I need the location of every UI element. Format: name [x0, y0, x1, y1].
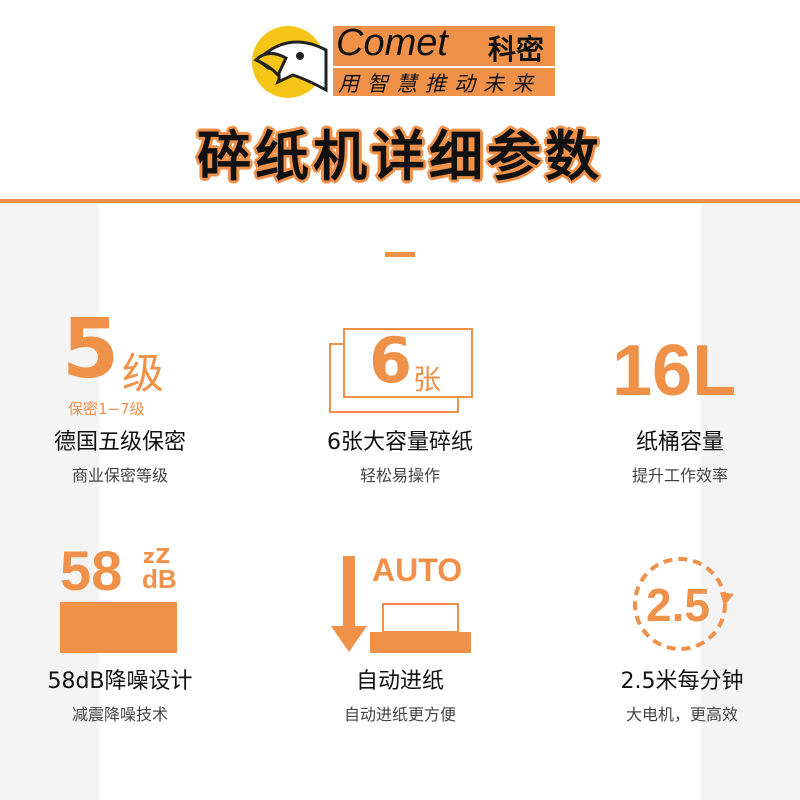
noise-number: 58 — [60, 539, 123, 602]
arrow-down-icon — [331, 556, 367, 652]
brand-name: Comet — [336, 22, 448, 64]
security-level-note: 保密1−7级 — [68, 400, 145, 418]
security-level-unit: 级 — [122, 349, 165, 398]
feature-subtitle: 大电机，更高效 — [625, 705, 738, 724]
brand-name-cn: 科密 — [488, 33, 545, 66]
feature-subtitle: 轻松易操作 — [359, 466, 440, 485]
speed-cycle-icon — [633, 557, 734, 651]
right-panel — [701, 203, 800, 800]
feature-title: 6张大容量碎纸 — [327, 430, 473, 455]
bin-volume: 16L — [612, 331, 737, 411]
feature-speed: 2.5米每分钟 大电机，更高效 — [552, 663, 800, 725]
feature-capacity: 6张大容量碎纸 轻松易操作 — [270, 424, 530, 486]
feature-autofeed: 自动进纸 自动进纸更方便 — [270, 663, 530, 725]
left-panel — [0, 203, 99, 800]
feature-security: 德国五级保密 商业保密等级 — [0, 424, 250, 486]
tray-icon — [370, 632, 471, 653]
speed-number: 2.5 — [646, 579, 710, 631]
noise-unit: dB — [142, 564, 177, 594]
accent-dash — [385, 252, 415, 257]
sheet-unit: 张 — [413, 363, 442, 396]
feature-subtitle: 商业保密等级 — [71, 466, 168, 485]
noise-bar — [60, 602, 177, 653]
slogan: 用智慧推动未来 — [338, 72, 541, 96]
feature-title: 58dB降噪设计 — [47, 669, 193, 694]
auto-label: AUTO — [372, 552, 463, 588]
sleep-icon: zZ — [143, 544, 172, 568]
feature-title: 自动进纸 — [355, 669, 444, 694]
security-level-number: 5 — [62, 302, 120, 397]
page-title: 碎纸机详细参数 — [197, 125, 603, 188]
feature-bin: 纸桶容量 提升工作效率 — [550, 424, 800, 486]
feature-title: 德国五级保密 — [53, 430, 186, 455]
feature-title: 2.5米每分钟 — [620, 669, 744, 694]
eagle-icon — [252, 26, 328, 98]
feature-noise: 58dB降噪设计 减震降噪技术 — [0, 663, 250, 725]
feature-subtitle: 减震降噪技术 — [71, 705, 168, 724]
feature-subtitle: 自动进纸更方便 — [343, 705, 456, 724]
feature-subtitle: 提升工作效率 — [631, 466, 728, 485]
divider — [0, 199, 800, 203]
paper-icon — [382, 603, 459, 633]
feature-title: 纸桶容量 — [635, 430, 724, 455]
paper-front-icon: 6 张 — [343, 324, 473, 398]
sheet-count: 6 — [369, 324, 413, 397]
comet-logo: Comet 科密 用智慧推动未来 — [248, 20, 558, 100]
